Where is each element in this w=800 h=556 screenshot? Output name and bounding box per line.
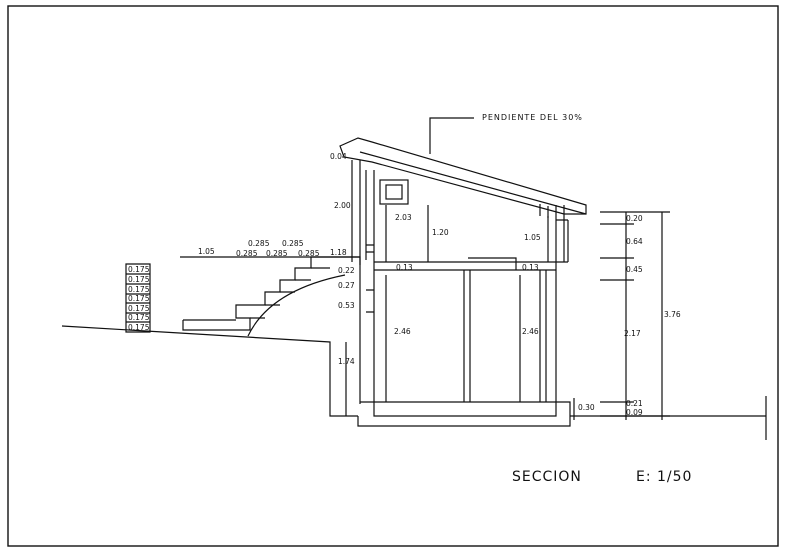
dim-tread: 0.285 xyxy=(266,249,288,258)
dim-floor-b: 0.09 xyxy=(626,408,643,417)
roof-fascia xyxy=(539,204,549,218)
dim-wall-left-label: 2.46 xyxy=(394,327,411,336)
slope-note: PENDIENTE DEL 30% xyxy=(482,113,583,122)
vent-window xyxy=(379,179,409,205)
dim-retaining-label: 1.74 xyxy=(338,357,355,366)
house-floor xyxy=(357,401,571,427)
rise-label: 0.175 xyxy=(128,285,150,294)
dim-window-height: 2.03 xyxy=(395,213,412,222)
dim-lintel-a: 0.22 xyxy=(338,266,355,275)
ground-line-left xyxy=(61,325,358,417)
rise-box-lines xyxy=(126,273,150,323)
rise-box xyxy=(125,263,151,333)
dim-tread: 0.285 xyxy=(282,239,304,248)
dim-landing: 1.05 xyxy=(198,247,215,256)
sheet-frame xyxy=(7,5,779,547)
dim-eave: 0.04 xyxy=(330,152,347,161)
dim-top-a: 0.20 xyxy=(626,214,643,223)
ceiling-beam xyxy=(374,261,556,271)
exterior-stair xyxy=(182,256,361,331)
dim-tread: 0.285 xyxy=(298,249,320,258)
dim-wall-mid-label: 2.46 xyxy=(522,327,539,336)
slope-leader xyxy=(429,117,474,154)
stair-lines xyxy=(183,267,330,321)
rise-label: 0.175 xyxy=(128,323,150,332)
dim-top-landing: 1.18 xyxy=(330,248,347,257)
roof-line-inner xyxy=(359,151,587,215)
dim-beam-right: 0.13 xyxy=(522,263,539,272)
rise-label: 0.175 xyxy=(128,313,150,322)
dim-top-b: 0.64 xyxy=(626,237,643,246)
rise-label: 0.175 xyxy=(128,265,150,274)
dim-total-label: 3.76 xyxy=(664,310,681,319)
vent-window-inner xyxy=(385,184,403,200)
dim-lintel-b: 0.27 xyxy=(338,281,355,290)
left-small-openings xyxy=(366,244,374,313)
dim-floor-a: 0.21 xyxy=(626,399,643,408)
rise-label: 0.175 xyxy=(128,304,150,313)
rise-label: 0.175 xyxy=(128,275,150,284)
dim-foundation-label: 0.30 xyxy=(578,403,595,412)
section-title: SECCION xyxy=(512,469,582,485)
dim-tread: 0.285 xyxy=(236,249,258,258)
dim-tread: 0.285 xyxy=(248,239,270,248)
dim-right-clerestory-label: 1.05 xyxy=(524,233,541,242)
mid-column xyxy=(463,270,471,402)
dim-right-ext xyxy=(600,211,670,417)
scale-label: E: 1/50 xyxy=(636,469,692,485)
dim-sill-height: 1.20 xyxy=(432,228,449,237)
mid-box xyxy=(468,257,517,270)
dim-beam-left: 0.13 xyxy=(396,263,413,272)
dim-opening-a: 0.53 xyxy=(338,301,355,310)
dim-left-height: 2.00 xyxy=(334,201,351,210)
right-window-frame xyxy=(556,219,569,263)
rise-label: 0.175 xyxy=(128,294,150,303)
roof-slab xyxy=(339,137,587,215)
stair-arch xyxy=(247,274,346,337)
dim-top-c: 0.45 xyxy=(626,265,643,274)
right-wall xyxy=(539,205,565,402)
dim-interior: 2.17 xyxy=(624,329,641,338)
